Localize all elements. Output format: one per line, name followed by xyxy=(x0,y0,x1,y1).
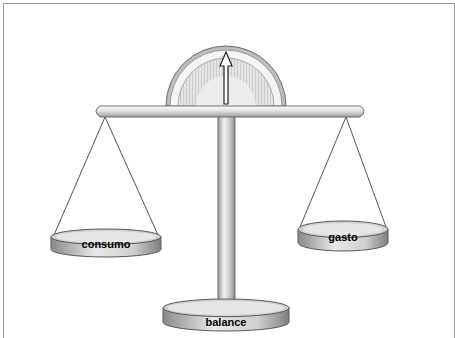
plate-label: balance xyxy=(206,316,247,329)
gauge-dial xyxy=(166,46,286,106)
plate-label: gasto xyxy=(328,231,357,244)
pan-strings xyxy=(54,117,386,235)
beam xyxy=(96,106,364,117)
frame xyxy=(4,4,455,338)
post xyxy=(218,114,235,312)
pan-plate: gasto xyxy=(297,220,389,252)
pan-plate: consumo xyxy=(50,228,162,258)
base-plate: balance xyxy=(162,298,290,332)
pointer-arrow xyxy=(220,52,232,104)
plate-label: consumo xyxy=(82,238,131,251)
